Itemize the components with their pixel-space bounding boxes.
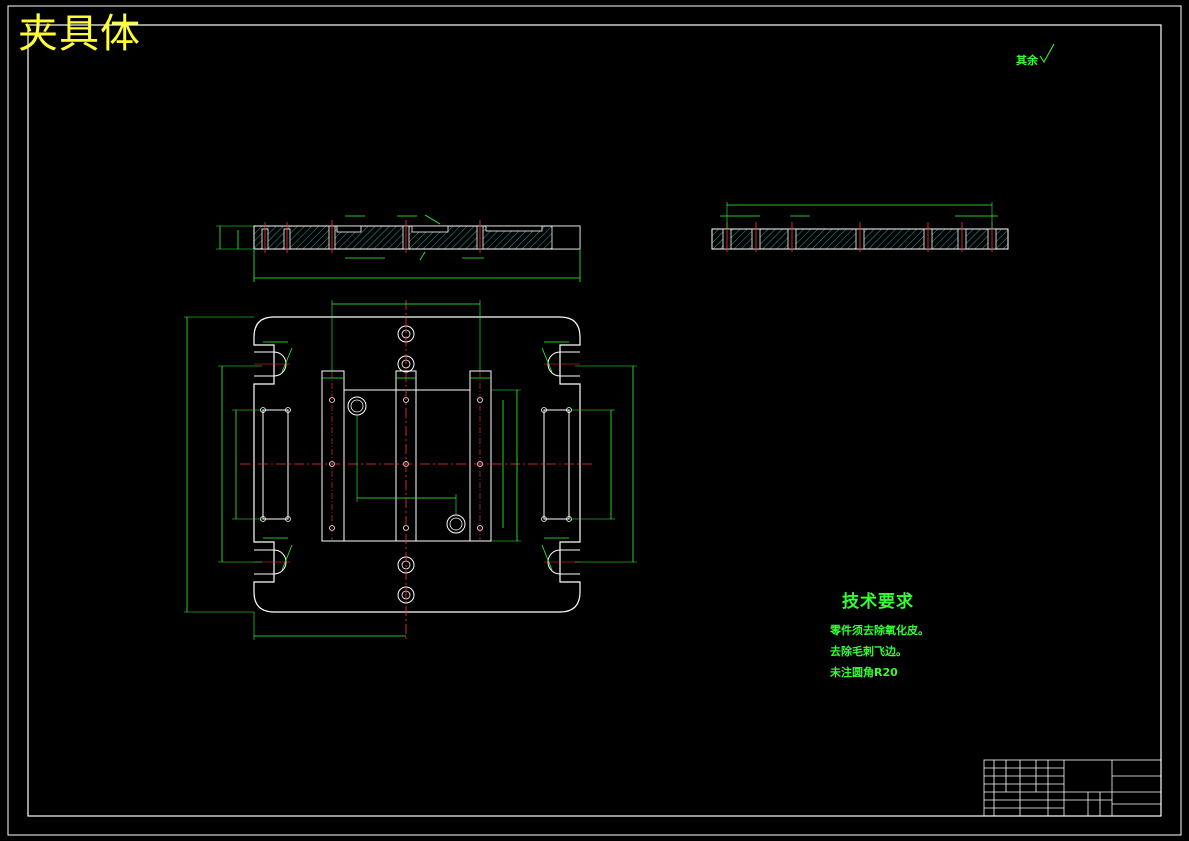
front-section-view: [216, 214, 581, 282]
inner-border: [27, 24, 1162, 817]
plan-view: [184, 300, 637, 640]
technical-requirements-heading: 技术要求: [842, 592, 914, 612]
outer-frame: [7, 5, 1182, 836]
technical-requirement-item: 去除毛刺飞边。: [830, 645, 907, 658]
technical-requirement-item: 零件须去除氧化皮。: [830, 624, 929, 637]
drawing-title: 夹具体: [18, 11, 141, 57]
technical-requirements-list: 零件须去除氧化皮。 去除毛刺飞边。 未注圆角R20: [830, 620, 929, 683]
roughness-symbol-icon: [1039, 43, 1055, 63]
technical-requirement-item: 未注圆角R20: [830, 666, 898, 679]
side-section-view: [711, 202, 1009, 252]
title-block: [983, 759, 1162, 817]
roughness-note-text: 其余: [1016, 54, 1038, 67]
roughness-note: 其余: [1016, 52, 1038, 68]
